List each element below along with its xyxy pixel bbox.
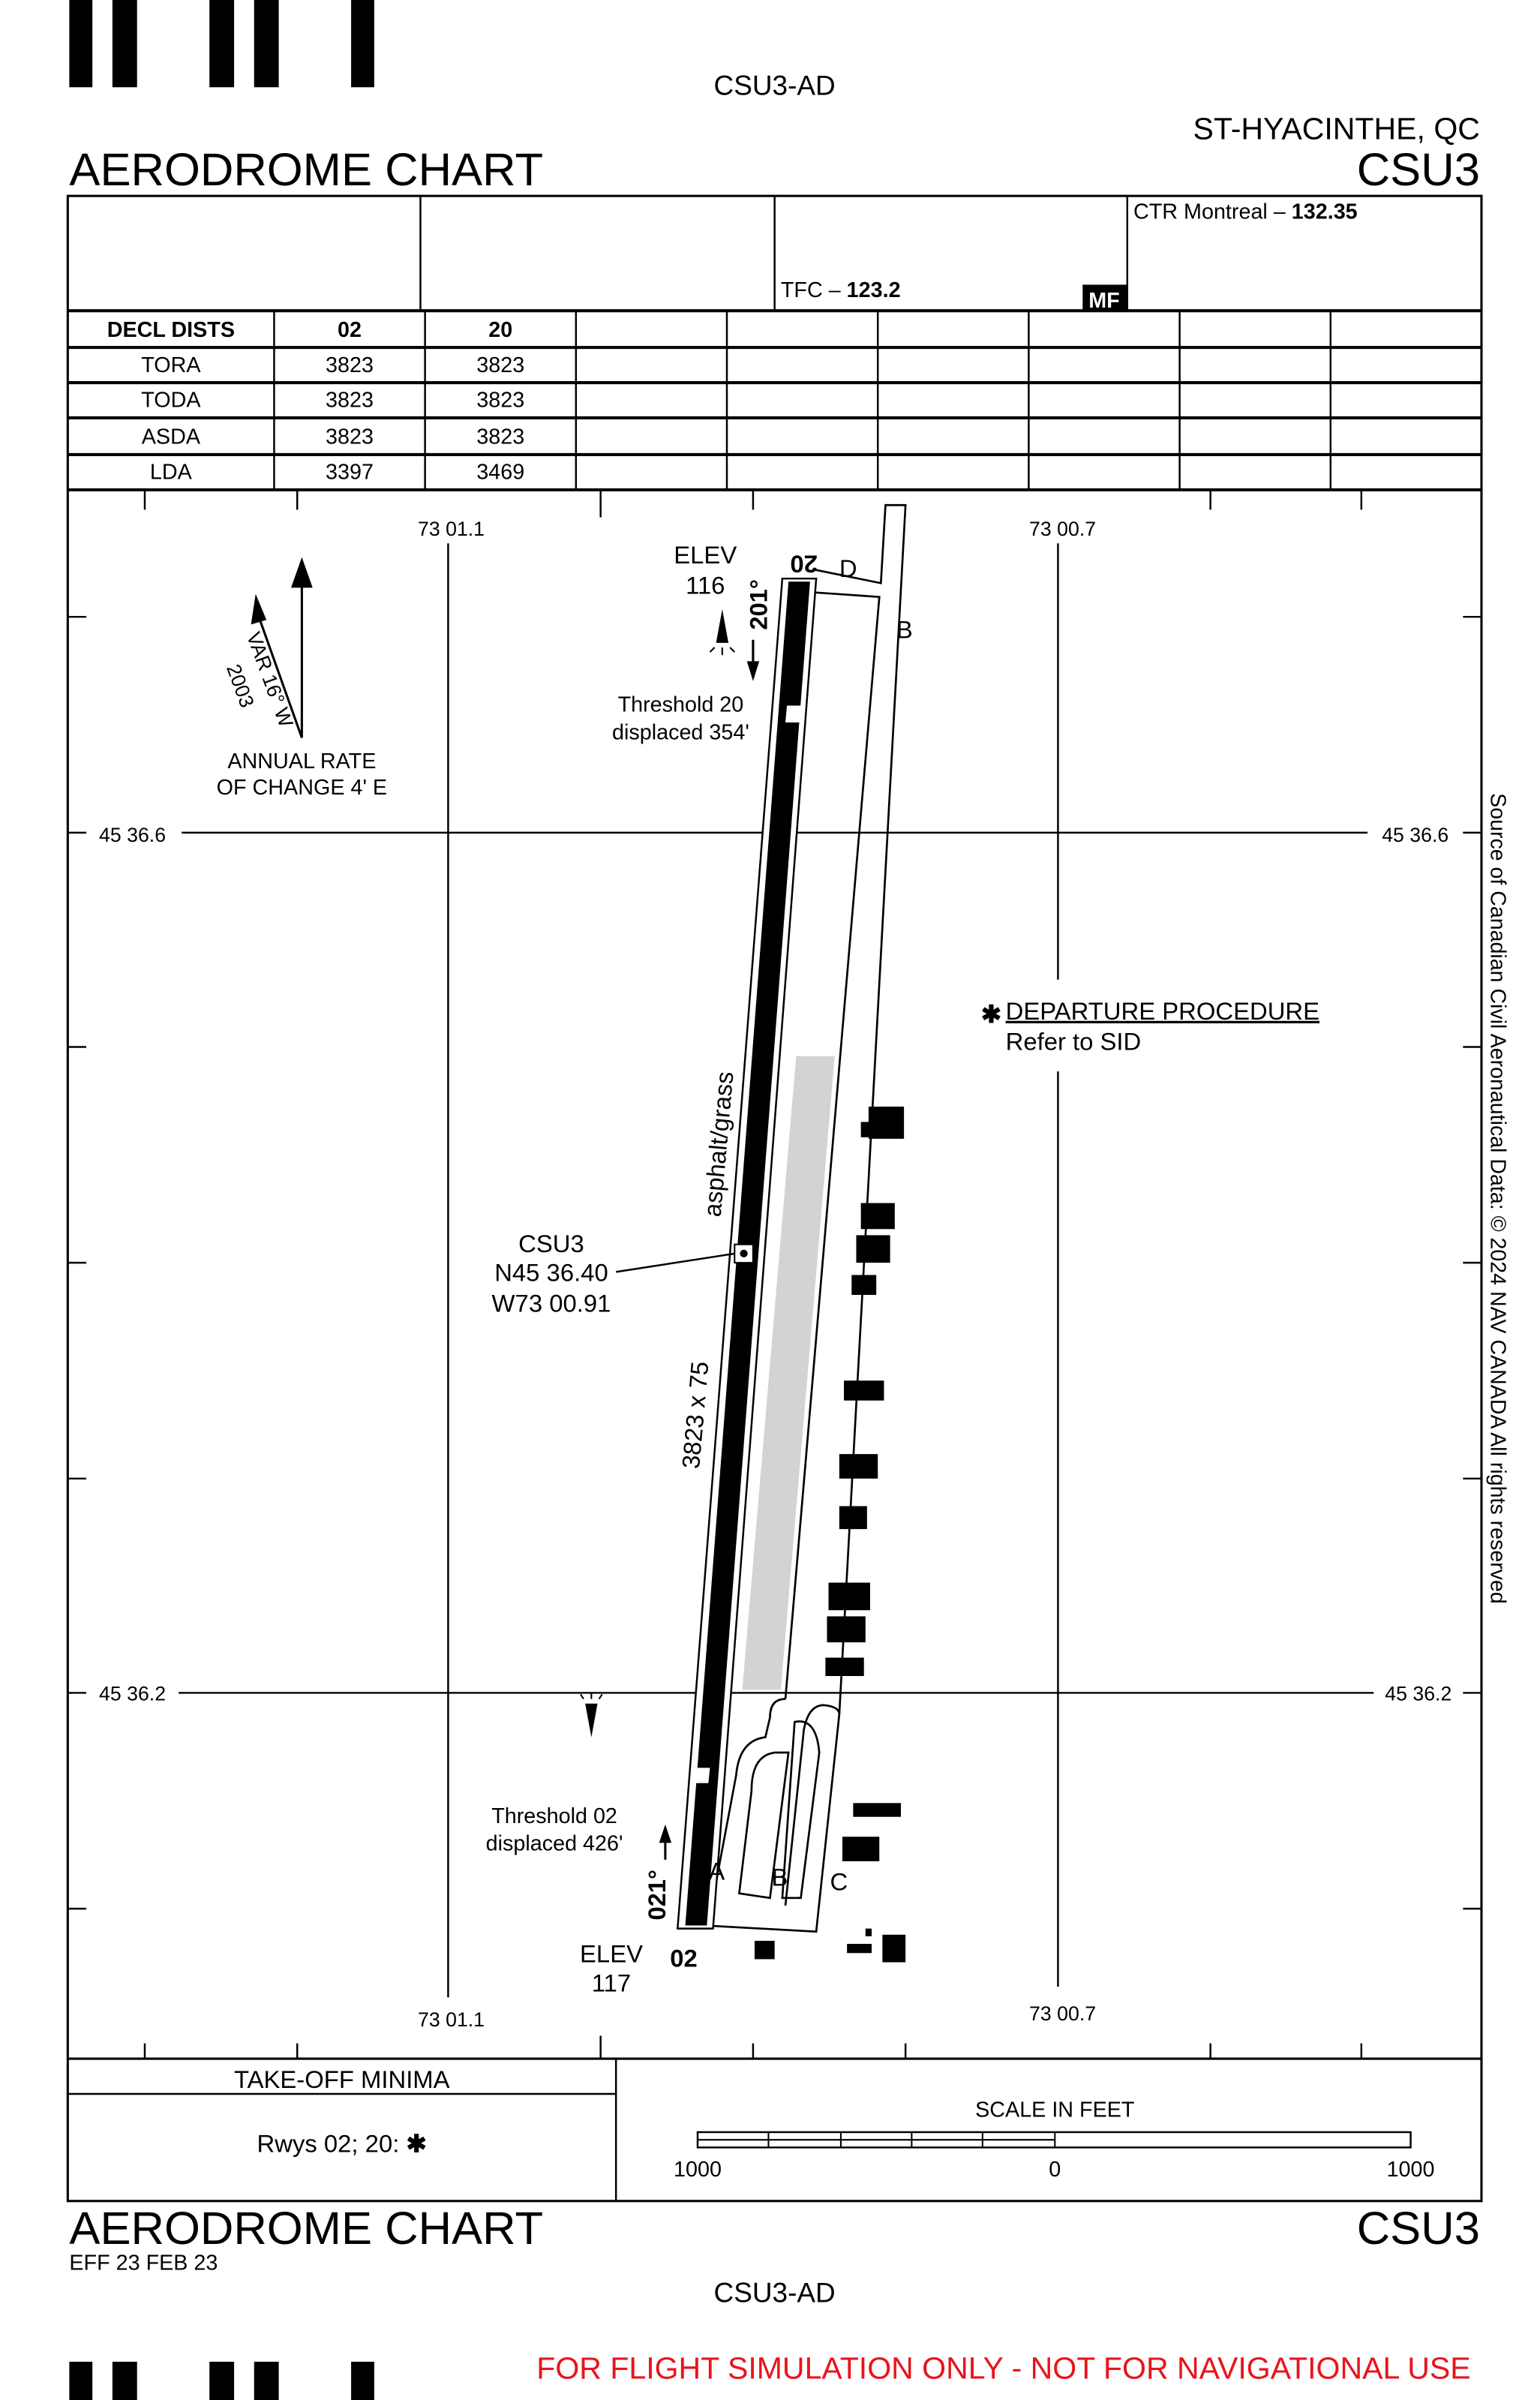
runway-surface: asphalt/grass <box>698 1071 739 1218</box>
variation-label: VAR 16° W <box>242 629 298 730</box>
grass-area <box>742 1056 835 1690</box>
annual-rate: ANNUAL RATE <box>227 749 376 773</box>
effective-date: EFF 23 FEB 23 <box>69 2251 218 2275</box>
footer-doc-id: CSU3-AD <box>714 2278 836 2308</box>
heading-20: 201° <box>744 579 772 630</box>
variation-arrows <box>251 557 313 738</box>
elev-02: 117 <box>592 1969 631 1996</box>
registration-bars-top <box>69 0 374 88</box>
elev-label: ELEV <box>580 1940 643 1968</box>
table-cell: 3823 <box>326 425 374 449</box>
table-cell: TORA <box>141 353 201 377</box>
chart-frame <box>66 194 1483 2203</box>
arp-lon: W73 00.91 <box>492 1290 611 1317</box>
taxiway-label: D <box>839 554 857 582</box>
table-cell: 3469 <box>476 461 524 485</box>
mf-badge <box>1082 284 1127 311</box>
papi-light-icon <box>709 608 736 656</box>
table-cell: 3823 <box>476 389 524 413</box>
departure-procedure-text: Refer to SID <box>1006 1028 1142 1056</box>
elev-label: ELEV <box>674 541 737 569</box>
lat-label: 45 36.6 <box>1382 824 1448 846</box>
comm-grid <box>419 196 1129 311</box>
graticule-labels: 73 01.1 73 00.7 73 01.1 73 00.7 45 36.6 … <box>99 518 1451 2031</box>
lon-label: 73 00.7 <box>1029 518 1096 540</box>
threshold-02: displaced 426' <box>486 1832 623 1856</box>
map-ticks <box>68 489 1481 2059</box>
lat-label: 45 36.2 <box>1385 1683 1451 1705</box>
runway-02-20 <box>676 577 818 1930</box>
table-cell: 3823 <box>326 389 374 413</box>
heading-02-arrow-icon <box>659 1824 672 1860</box>
arp-ident: CSU3 <box>518 1230 584 1257</box>
takeoff-minima-title: TAKE-OFF MINIMA <box>234 2065 450 2093</box>
table-cell: 3823 <box>476 353 524 377</box>
heading-02: 021° <box>643 1870 671 1921</box>
scale-title: SCALE IN FEET <box>975 2098 1134 2122</box>
ctr-frequency: CTR Montreal – 132.35 <box>1133 200 1358 224</box>
table-header: 20 <box>488 318 512 342</box>
elev-20: 116 <box>686 572 725 599</box>
departure-star-icon: ✱ <box>981 1000 1002 1028</box>
decl-dists-columns <box>273 311 1332 490</box>
source-credit: Source of Canadian Civil Aeronautical Da… <box>1485 793 1509 1604</box>
lon-label: 73 01.1 <box>418 2008 485 2031</box>
runway-20-label: 20 <box>790 551 818 578</box>
annual-rate: OF CHANGE 4' E <box>217 776 387 800</box>
lat-label: 45 36.2 <box>99 1683 166 1705</box>
taxiway-label: B <box>896 616 913 644</box>
table-cell: LDA <box>150 461 193 485</box>
runway-dimensions: 3823 x 75 <box>677 1360 714 1470</box>
taxiway-outline <box>705 503 907 1933</box>
taxiway-label: A <box>708 1857 725 1885</box>
doc-id: CSU3-AD <box>714 71 836 101</box>
taxiway-labels: D B A B C <box>708 554 912 1895</box>
lon-label: 73 01.1 <box>418 518 485 540</box>
table-header: DECL DISTS <box>107 318 235 342</box>
table-cell: TODA <box>141 389 201 413</box>
registration-bars-bottom <box>69 2361 374 2400</box>
table-cell: 3823 <box>326 353 374 377</box>
tfc-frequency: TFC – 123.2 <box>781 278 901 302</box>
arp-leader <box>616 1252 735 1273</box>
arp-lat: N45 36.40 <box>494 1259 608 1287</box>
airport-ident: CSU3 <box>1357 144 1480 196</box>
footer-chart-title: AERODROME CHART <box>69 2203 543 2254</box>
table-cell: 3397 <box>326 461 374 485</box>
scale-bar <box>696 2131 1412 2149</box>
takeoff-minima-text: Rwys 02; 20: ✱ <box>257 2130 427 2158</box>
lat-label: 45 36.6 <box>99 824 166 846</box>
threshold-02: Threshold 02 <box>491 1804 617 1828</box>
taxiway-label: C <box>830 1868 848 1896</box>
buildings <box>754 1107 906 1963</box>
table-cell: ASDA <box>142 425 201 449</box>
location: ST-HYACINTHE, QC <box>1193 112 1480 146</box>
threshold-20: displaced 354' <box>612 720 749 744</box>
scale-label: 1000 <box>674 2158 722 2182</box>
table-cell: 3823 <box>476 425 524 449</box>
departure-procedure-link[interactable]: DEPARTURE PROCEDURE <box>1006 997 1319 1025</box>
runway-02-label: 02 <box>670 1945 698 1972</box>
footer-ident: CSU3 <box>1357 2203 1480 2254</box>
chart-title: AERODROME CHART <box>69 144 543 196</box>
heading-20-arrow-icon <box>746 639 760 681</box>
mf-badge-label: MF <box>1088 289 1119 313</box>
scale-label: 1000 <box>1387 2158 1435 2182</box>
decl-dists-table: DECL DISTS 02 20 TORA 3823 3823 TODA 382… <box>107 318 524 485</box>
table-header: 02 <box>338 318 362 342</box>
taxiway-label: B <box>772 1864 788 1891</box>
simulation-disclaimer: FOR FLIGHT SIMULATION ONLY - NOT FOR NAV… <box>536 2351 1470 2386</box>
decl-dists-table-lines <box>68 309 1481 491</box>
lon-label: 73 00.7 <box>1029 2002 1096 2025</box>
scale-label: 0 <box>1049 2158 1061 2182</box>
papi-light-icon <box>580 1693 603 1738</box>
threshold-20: Threshold 20 <box>618 693 744 717</box>
